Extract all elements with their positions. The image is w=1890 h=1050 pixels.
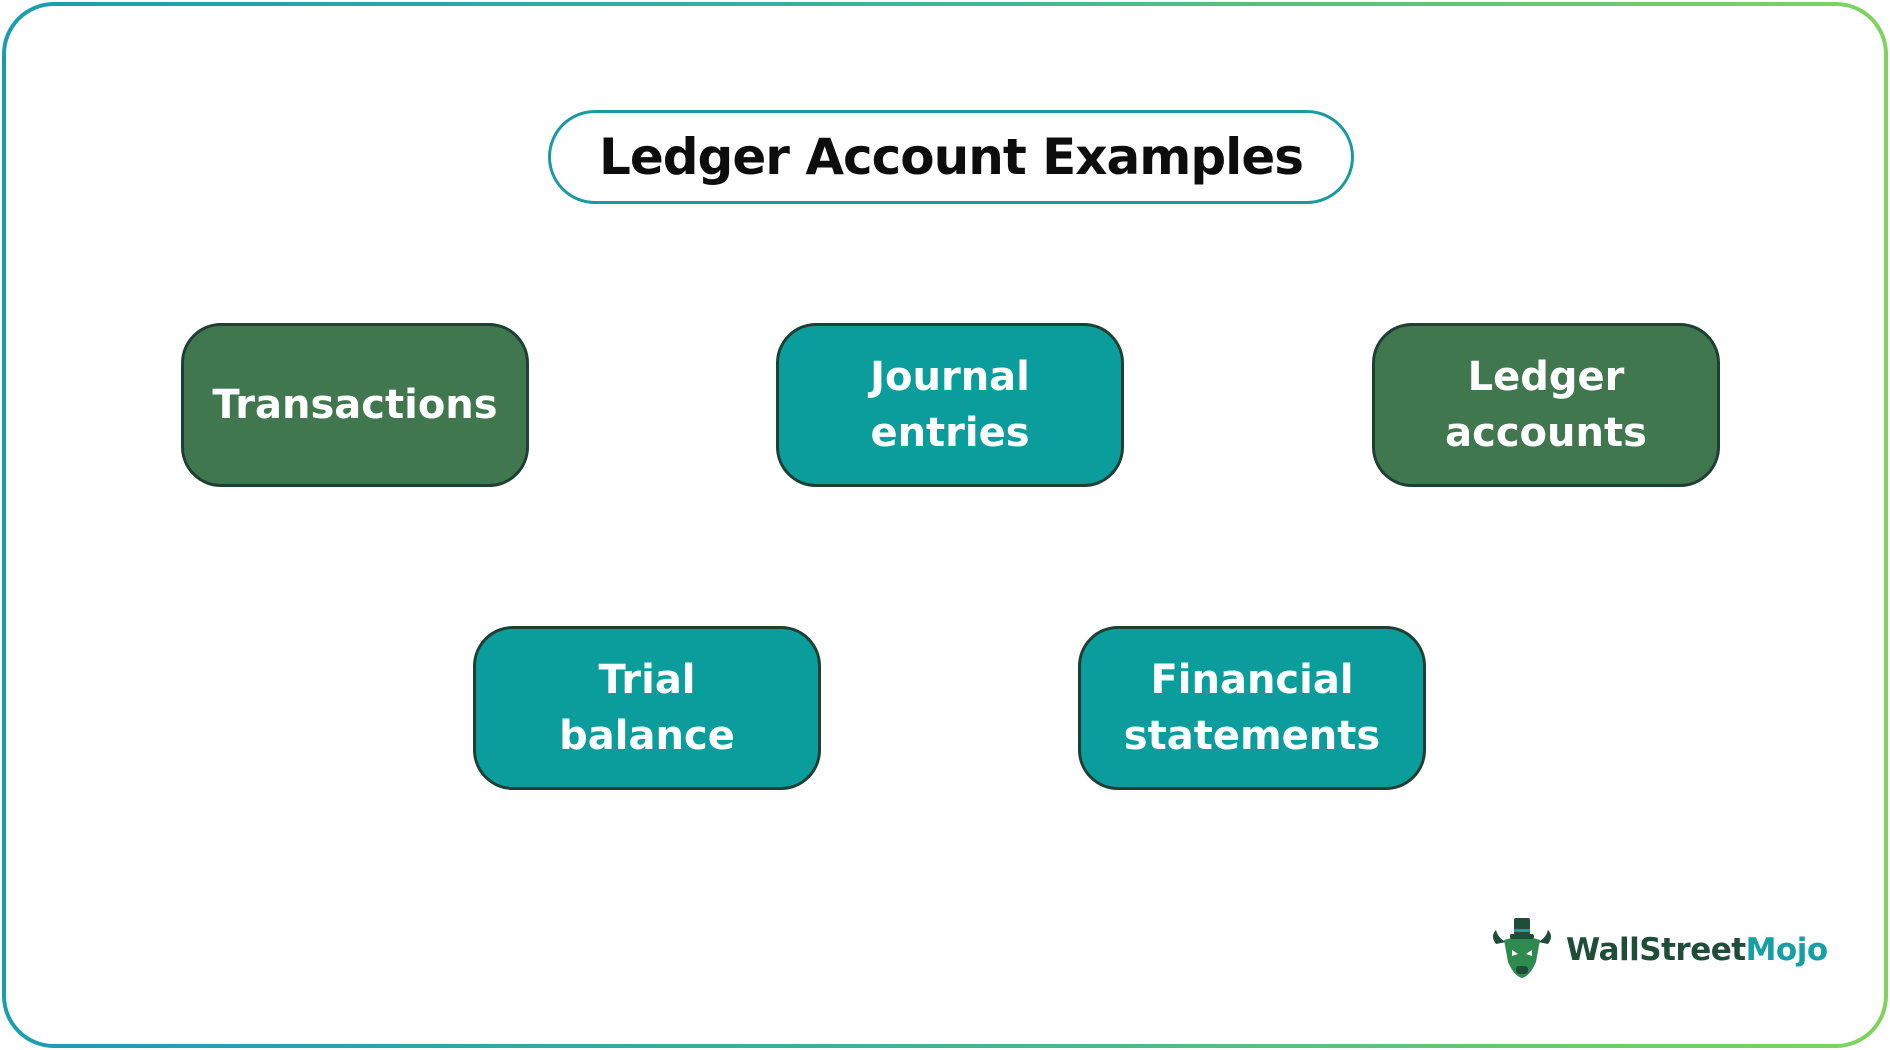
node-label: Transactions bbox=[212, 382, 498, 428]
logo-text-mojo: Mojo bbox=[1745, 932, 1829, 968]
node-label: Ledger accounts bbox=[1445, 354, 1647, 456]
node-financial-statements: Financial statements bbox=[1078, 626, 1426, 790]
wallstreetmojo-logo: WallStreetMojo bbox=[1486, 914, 1828, 986]
node-label: Trial balance bbox=[559, 657, 735, 759]
node-label: Financial statements bbox=[1123, 657, 1381, 759]
node-trial-balance: Trial balance bbox=[473, 626, 821, 790]
node-label: Journal entries bbox=[870, 354, 1030, 456]
logo-text-wallstreet: WallStreet bbox=[1566, 932, 1746, 968]
diagram-title: Ledger Account Examples bbox=[598, 128, 1304, 186]
title-pill: Ledger Account Examples bbox=[548, 110, 1354, 204]
node-transactions: Transactions bbox=[181, 323, 529, 487]
node-ledger-accounts: Ledger accounts bbox=[1372, 323, 1720, 487]
canvas: Ledger Account Examples Transactions Jou… bbox=[6, 6, 1884, 1044]
logo-text: WallStreetMojo bbox=[1566, 932, 1828, 968]
node-journal-entries: Journal entries bbox=[776, 323, 1124, 487]
bull-with-top-hat-icon bbox=[1493, 918, 1551, 978]
